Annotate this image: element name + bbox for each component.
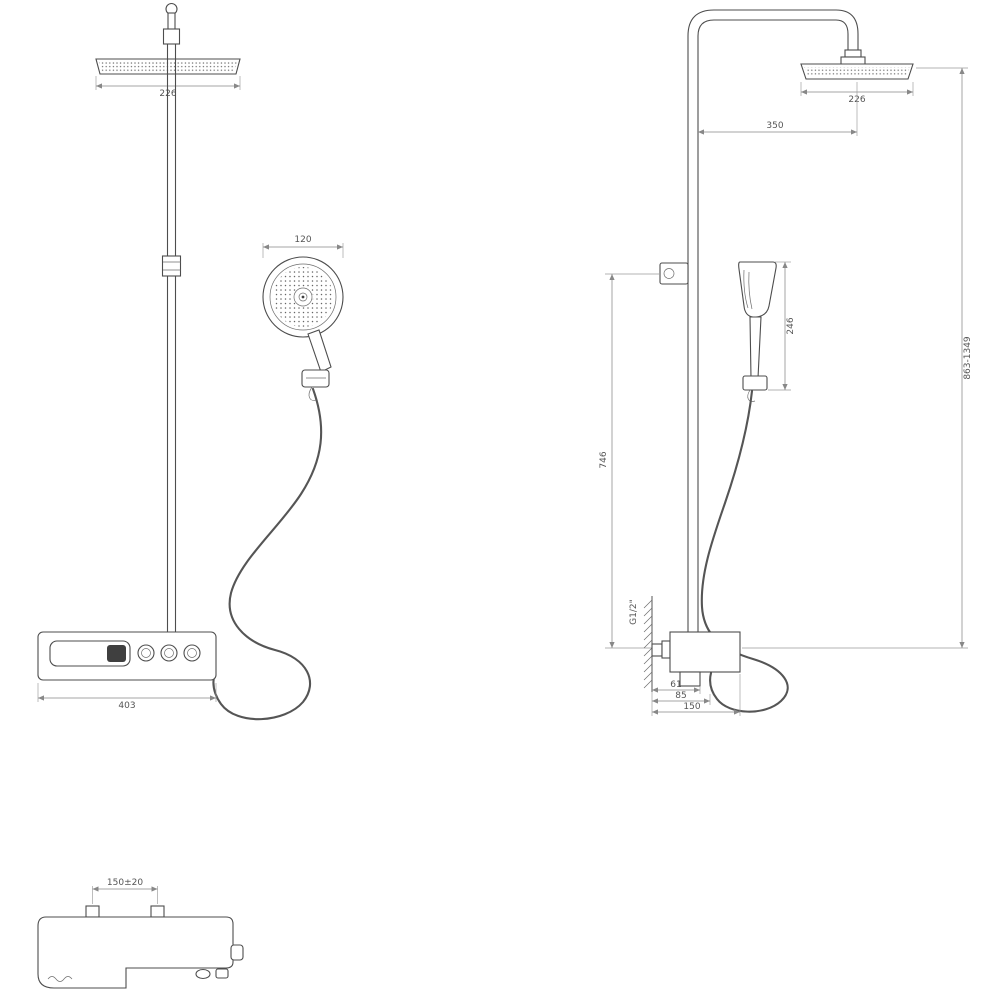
dim-side-riser-height: 746 [599,273,668,649]
dim-text-head-offset: 350 [766,121,783,131]
valve-bottom-view: 150±20 [37,878,244,989]
valve-display-front [49,640,131,667]
dim-front-valve-width: 403 [37,683,217,711]
outlet-detail-rect [215,968,229,979]
dim-text-b: 85 [675,691,686,701]
thermostat-valve-front [37,631,217,681]
dim-text-hand-shower-length: 246 [786,317,796,334]
valve-outlet-side [679,671,701,687]
brand-logo [47,976,73,982]
hand-shower-front [262,256,344,401]
dim-front-hand-shower-diameter: 120 [262,235,344,258]
dim-text-valve-depth: 150 [683,702,700,712]
valve-button-2 [160,644,178,662]
dim-text-inlet-spacing: 150±20 [107,878,143,888]
riser-coupling-front [161,255,182,277]
dim-text-a: 61 [670,680,681,690]
valve-button-3 [183,644,201,662]
shower-hose-front [212,387,323,721]
hand-shower-handle-side [749,316,762,379]
dim-text-valve-width: 403 [118,701,135,711]
inlet-thread-label: G1/2" [629,599,639,625]
hand-shower-handle-front [307,329,332,373]
hand-shower-holder-side [742,375,768,391]
dim-side-hand-shower-length: 246 [768,261,796,391]
riser-pipe-side [687,9,859,632]
side-spout [230,944,244,961]
holder-hook-front [308,386,317,401]
dim-text-front-head-width: 226 [159,89,176,99]
head-connector-side-icon [840,49,866,66]
holder-hook-side [747,389,756,402]
inlet-port-left [85,905,100,918]
hand-shower-side [738,261,777,402]
rain-shower-head-side [800,63,914,80]
valve-screen [107,645,126,662]
valve-button-1 [137,644,155,662]
side-view: 226 350 863-1349 746 [599,9,973,716]
dim-inlet-spacing: 150±20 [92,878,158,904]
outlet-detail-oval [195,968,211,980]
inlet-port-right [150,905,165,918]
hand-shower-holder-front [301,369,330,388]
dim-text-riser-height: 746 [599,451,609,468]
riser-pipe-front [161,44,182,632]
head-connector-front-icon [162,2,181,45]
front-view: 226 120 [37,2,344,721]
dim-text-hand-shower-diameter: 120 [294,235,311,245]
wall-section: G1/2" [629,596,653,692]
wall-inlet-fitting [651,643,663,657]
wall-bracket-side [659,262,689,285]
dim-side-outlet: 61 85 150 [651,674,741,716]
dim-side-overall-height: 863-1349 [742,67,973,649]
dim-side-head-offset: 350 [698,82,858,136]
dim-text-overall-height: 863-1349 [963,336,973,380]
thermostat-valve-side [651,631,741,687]
wall-hatching [643,599,653,689]
spray-face-side [804,67,910,76]
valve-body-outline-bottom [37,916,234,989]
